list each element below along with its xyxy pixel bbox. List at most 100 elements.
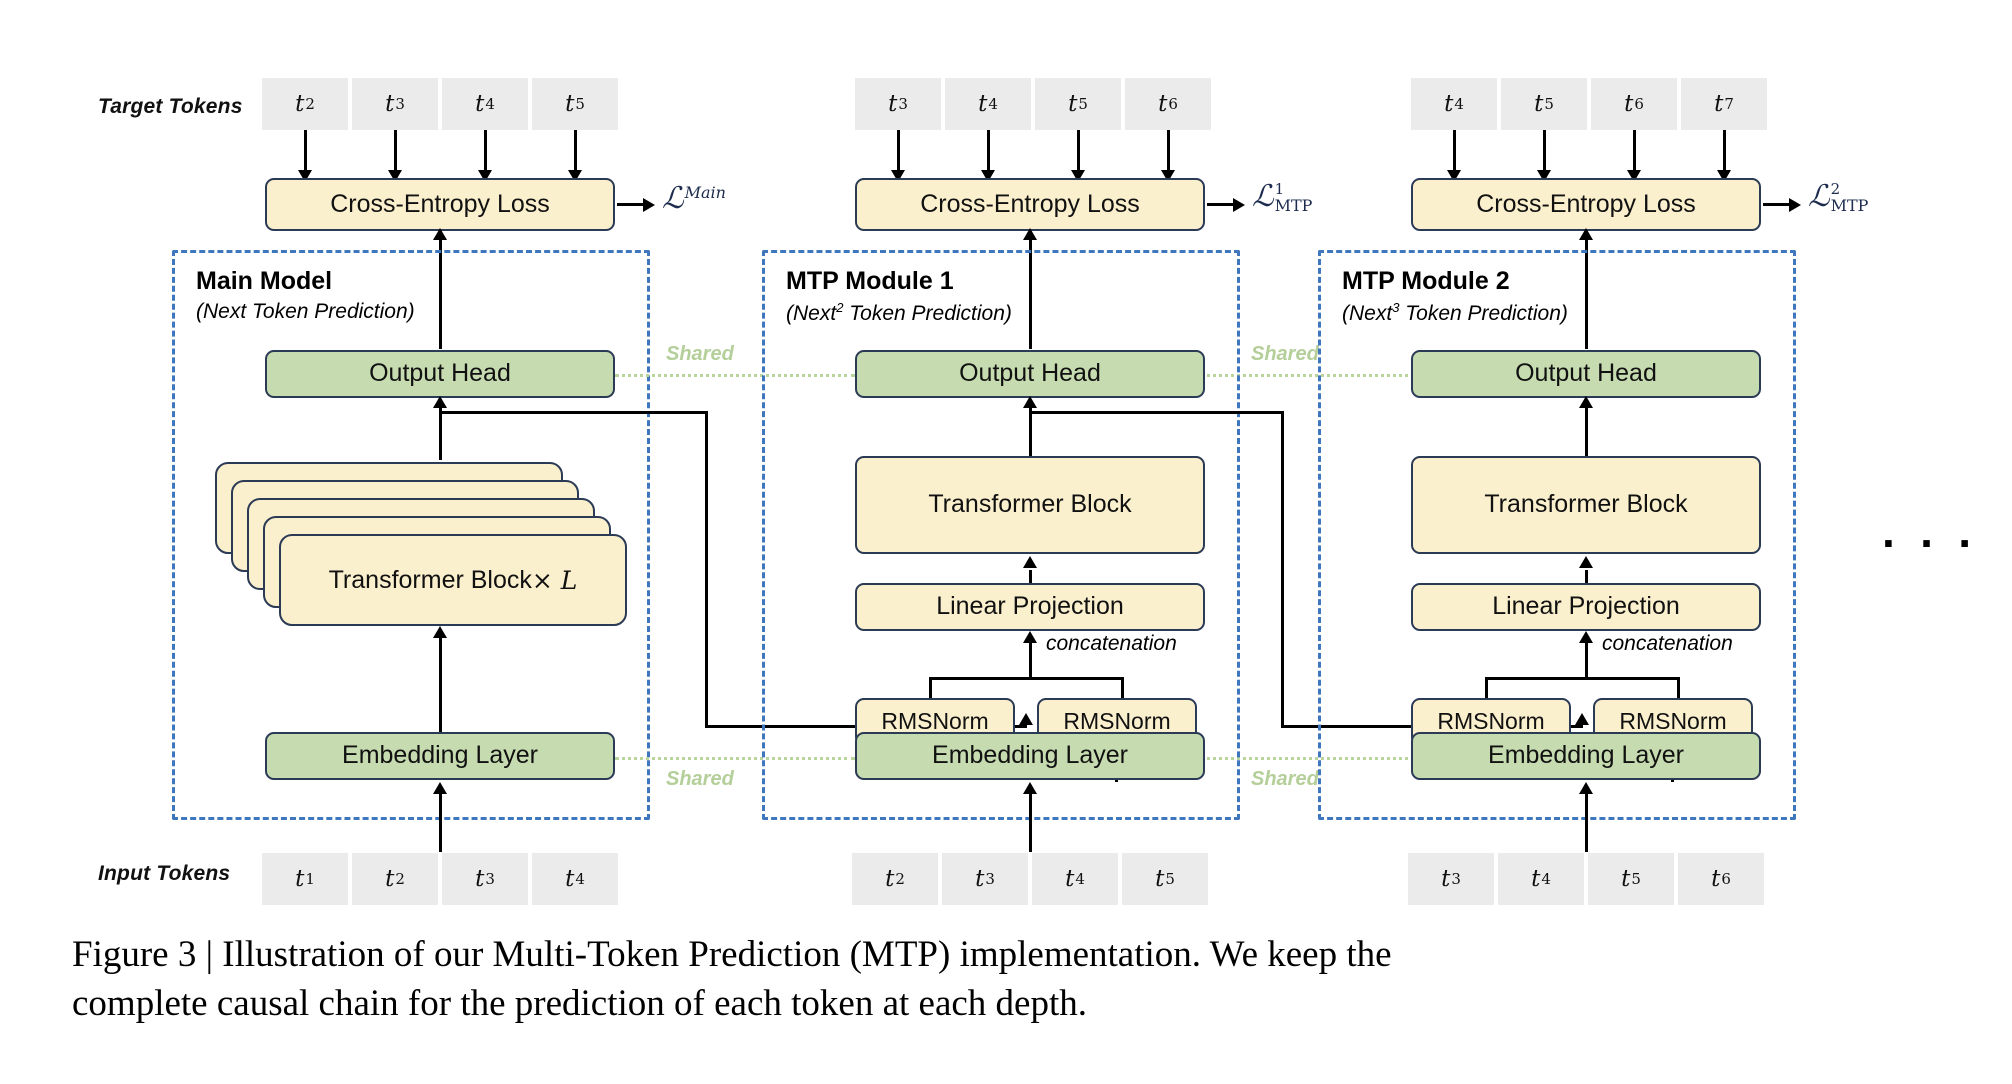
continuation-ellipsis: · · · xyxy=(1882,517,1979,569)
token-subscript: 3 xyxy=(485,870,495,888)
token-subscript: 5 xyxy=(1631,870,1641,888)
token-subscript: 4 xyxy=(1075,870,1085,888)
arrow-shaft xyxy=(1029,400,1032,456)
arrow-shaft xyxy=(1029,231,1032,349)
shared-label-embedding-1: Shared xyxy=(666,768,734,790)
main-transformer-block-multiplier: × L xyxy=(531,565,578,595)
token-subscript: 3 xyxy=(985,870,995,888)
token-subscript: 6 xyxy=(1721,870,1731,888)
arrow-shaft xyxy=(439,400,442,460)
token-subscript: 2 xyxy=(395,870,405,888)
loss-subscript: Main xyxy=(684,183,726,202)
token-subscript: 1 xyxy=(305,870,315,888)
token-text: t xyxy=(565,866,575,892)
mtp1-concatenation-label: concatenation xyxy=(1046,632,1177,655)
arrow-shaft xyxy=(1167,130,1170,172)
mtp1-concat-left-drop xyxy=(929,677,932,701)
mtp2-subtitle: (Next3 Token Prediction) xyxy=(1342,300,1568,326)
main-output-head-box: Output Head xyxy=(265,350,615,398)
token-text: t xyxy=(295,866,305,892)
main-loss-symbol: ℒ Main xyxy=(662,184,726,214)
mtp2-concat-right-drop xyxy=(1677,677,1680,701)
arrow-shaft xyxy=(439,231,442,349)
mtp1-transformer-block-box: Transformer Block xyxy=(855,456,1205,554)
arrow-shaft xyxy=(1029,641,1032,679)
token-text: t xyxy=(1155,866,1165,892)
arrow-shaft xyxy=(1029,820,1032,852)
token-text: t xyxy=(1534,91,1544,117)
token-subscript: 4 xyxy=(988,95,998,113)
arrow-head-up-icon xyxy=(433,396,447,408)
mtp2-subtitle-pre: (Next xyxy=(1342,302,1393,325)
token-text: t xyxy=(1065,866,1075,892)
mtp1-cross-entropy-loss-box: Cross-Entropy Loss xyxy=(855,178,1205,231)
token-text: t xyxy=(1624,91,1634,117)
token-text: t xyxy=(888,91,898,117)
token-text: t xyxy=(295,91,305,117)
token-subscript: 7 xyxy=(1724,95,1734,113)
arrow-shaft xyxy=(1029,786,1032,820)
arrow-shaft xyxy=(1585,786,1588,820)
arrow-head-up-icon xyxy=(1023,396,1037,408)
main-to-mtp1-branch-vertical xyxy=(705,411,708,727)
mtp2-subtitle-sup: 3 xyxy=(1392,300,1400,315)
loss-subscript: MTP xyxy=(1830,196,1869,215)
main-transformer-block-label: Transformer Block xyxy=(328,565,532,594)
arrow-shaft xyxy=(1585,641,1588,679)
arrow-shaft xyxy=(1585,231,1588,349)
token-text: t xyxy=(885,866,895,892)
token-subscript: 4 xyxy=(1454,95,1464,113)
token-text: t xyxy=(975,866,985,892)
figure-caption-line-2: complete causal chain for the prediction… xyxy=(72,983,1087,1025)
mtp2-concat-junction xyxy=(1485,677,1679,680)
arrow-shaft xyxy=(439,786,442,820)
token-text: t xyxy=(475,91,485,117)
token-subscript: 4 xyxy=(1541,870,1551,888)
arrow-shaft xyxy=(1207,203,1235,206)
shared-label-output-head-2: Shared xyxy=(1251,343,1319,365)
token-text: t xyxy=(1444,91,1454,117)
arrow-shaft xyxy=(439,682,442,732)
arrow-shaft xyxy=(1453,130,1456,172)
mtp2-concatenation-label: concatenation xyxy=(1602,632,1733,655)
mtp2-cross-entropy-loss-box: Cross-Entropy Loss xyxy=(1411,178,1761,231)
token-text: t xyxy=(475,866,485,892)
arrow-shaft xyxy=(1585,820,1588,852)
main-model-frame xyxy=(172,250,650,820)
token-subscript: 5 xyxy=(1544,95,1554,113)
loss-superscript: 1 xyxy=(1274,180,1285,198)
arrow-head-right-icon xyxy=(1233,198,1245,212)
token-text: t xyxy=(1531,866,1541,892)
mtp2-concat-left-drop xyxy=(1485,677,1488,701)
main-model-title: Main Model xyxy=(196,267,333,295)
target-tokens-label: Target Tokens xyxy=(98,95,243,118)
token-text: t xyxy=(1714,91,1724,117)
mtp1-subtitle-sup: 2 xyxy=(836,300,844,315)
mtp2-frame xyxy=(1318,250,1796,820)
mtp1-to-mtp2-branch-horizontal xyxy=(1029,411,1283,414)
token-subscript: 6 xyxy=(1168,95,1178,113)
arrow-shaft xyxy=(484,130,487,172)
loss-subscript: MTP xyxy=(1274,196,1313,215)
token-subscript: 4 xyxy=(485,95,495,113)
arrow-shaft xyxy=(1723,130,1726,172)
arrow-shaft xyxy=(1763,203,1791,206)
mtp1-frame xyxy=(762,250,1240,820)
token-subscript: 5 xyxy=(575,95,585,113)
arrow-shaft xyxy=(987,130,990,172)
token-text: t xyxy=(1158,91,1168,117)
mtp1-loss-symbol: ℒ 1 MTP xyxy=(1252,182,1312,214)
shared-link-embedding-1 xyxy=(615,757,855,760)
